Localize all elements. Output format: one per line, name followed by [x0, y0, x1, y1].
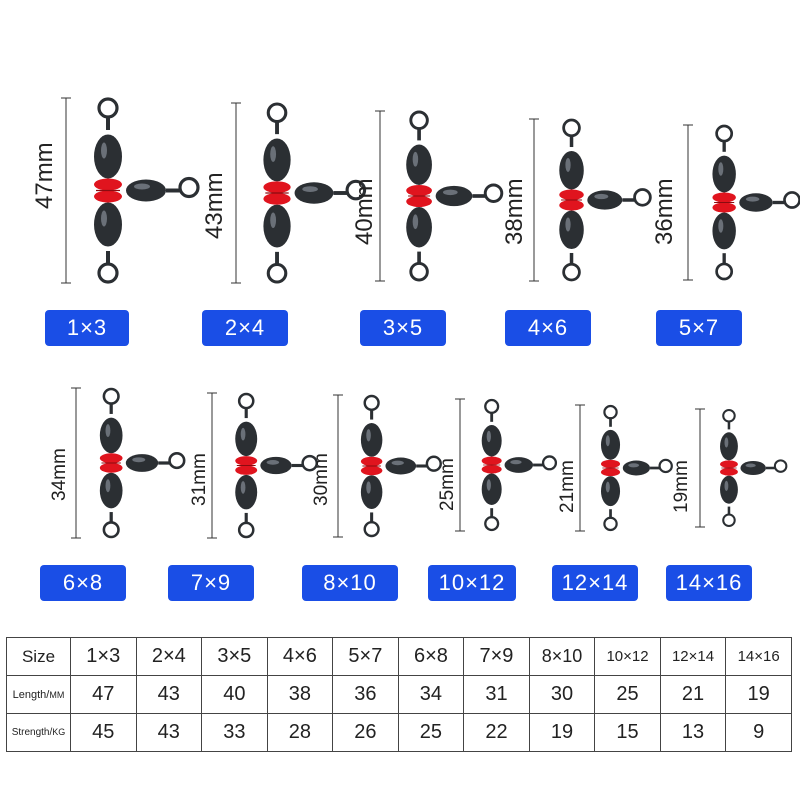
length-label: 43mm: [201, 172, 228, 239]
table-cell: 25: [397, 713, 465, 752]
table-cell: 2×4: [135, 637, 203, 676]
size-badge-6x8[interactable]: 6×8: [40, 565, 126, 601]
table-cell: 25: [594, 675, 661, 714]
table-cell: 47: [70, 675, 137, 714]
size-badge-7x9[interactable]: 7×9: [168, 565, 254, 601]
length-label: 34mm: [49, 448, 70, 501]
length-label-text: Length/: [12, 688, 50, 701]
table-cell: 8×10: [528, 637, 596, 676]
strength-unit: KG: [52, 727, 66, 737]
swivel-image: [333, 394, 442, 538]
table-cell: 15: [594, 713, 661, 752]
size-badge-14x16[interactable]: 14×16: [666, 565, 752, 601]
table-cell: 14×16: [725, 637, 792, 676]
table-cell: 9: [725, 713, 792, 752]
table-cell: 6×8: [397, 637, 465, 676]
row-header-size: Size: [6, 637, 71, 676]
size-badge-10x12[interactable]: 10×12: [428, 565, 516, 601]
table-cell: 36: [332, 675, 399, 714]
size-badge-4x6[interactable]: 4×6: [505, 310, 591, 346]
table-cell: 10×12: [594, 637, 661, 676]
table-cell: 43: [135, 675, 203, 714]
length-unit: MM: [49, 689, 65, 700]
spec-table: Size 1×3 2×4 3×5 4×6 5×7 6×8 7×9 8×10 10…: [6, 637, 792, 752]
swivel-image: [207, 392, 319, 539]
swivel-image: [375, 110, 504, 282]
length-label: 40mm: [351, 178, 378, 245]
table-cell: 38: [266, 675, 334, 714]
table-cell: 21: [659, 675, 727, 714]
row-header-length: Length/MM: [6, 675, 71, 714]
table-cell: 4×6: [266, 637, 334, 676]
table-cell: 30: [528, 675, 596, 714]
table-cell: 1×3: [70, 637, 137, 676]
swivel-image: [529, 118, 652, 282]
length-label: 19mm: [671, 460, 692, 513]
table-cell: 43: [135, 713, 203, 752]
swivel-image: [455, 398, 558, 532]
swivel-image: [61, 97, 200, 284]
size-badge-2x4[interactable]: 2×4: [202, 310, 288, 346]
table-cell: 12×14: [659, 637, 727, 676]
size-badge-5x7[interactable]: 5×7: [656, 310, 742, 346]
table-cell: 19: [725, 675, 792, 714]
table-row-size: Size 1×3 2×4 3×5 4×6 5×7 6×8 7×9 8×10 10…: [6, 637, 792, 676]
table-row-strength: Strength/KG 45 43 33 28 26 25 22 19 15 1…: [6, 713, 792, 752]
table-cell: 7×9: [463, 637, 530, 676]
size-badge-1x3[interactable]: 1×3: [45, 310, 129, 346]
swivel-image: [231, 102, 367, 284]
table-cell: 19: [528, 713, 596, 752]
swivel-image: [683, 124, 800, 281]
table-cell: 26: [332, 713, 399, 752]
table-cell: 13: [659, 713, 727, 752]
table-cell: 31: [463, 675, 530, 714]
length-label: 38mm: [501, 178, 528, 245]
length-label: 21mm: [557, 460, 578, 513]
table-cell: 40: [201, 675, 268, 714]
swivel-image: [575, 404, 673, 532]
size-badge-8x10[interactable]: 8×10: [302, 565, 398, 601]
length-label: 36mm: [651, 178, 678, 245]
strength-label-text: Strength/: [11, 727, 53, 738]
length-label: 30mm: [311, 453, 332, 506]
row-header-strength: Strength/KG: [6, 713, 71, 752]
table-cell: 34: [397, 675, 465, 714]
size-badge-12x14[interactable]: 12×14: [552, 565, 638, 601]
table-row-length: Length/MM 47 43 40 38 36 34 31 30 25 21 …: [6, 675, 792, 714]
length-label: 31mm: [189, 453, 210, 506]
size-badge-3x5[interactable]: 3×5: [360, 310, 446, 346]
table-cell: 45: [70, 713, 137, 752]
length-label: 25mm: [437, 458, 458, 511]
swivel-image: [71, 387, 186, 539]
table-cell: 28: [266, 713, 334, 752]
table-cell: 33: [201, 713, 268, 752]
length-label: 47mm: [31, 142, 58, 209]
table-cell: 3×5: [201, 637, 268, 676]
swivel-image: [695, 408, 788, 528]
table-cell: 22: [463, 713, 530, 752]
table-cell: 5×7: [332, 637, 399, 676]
